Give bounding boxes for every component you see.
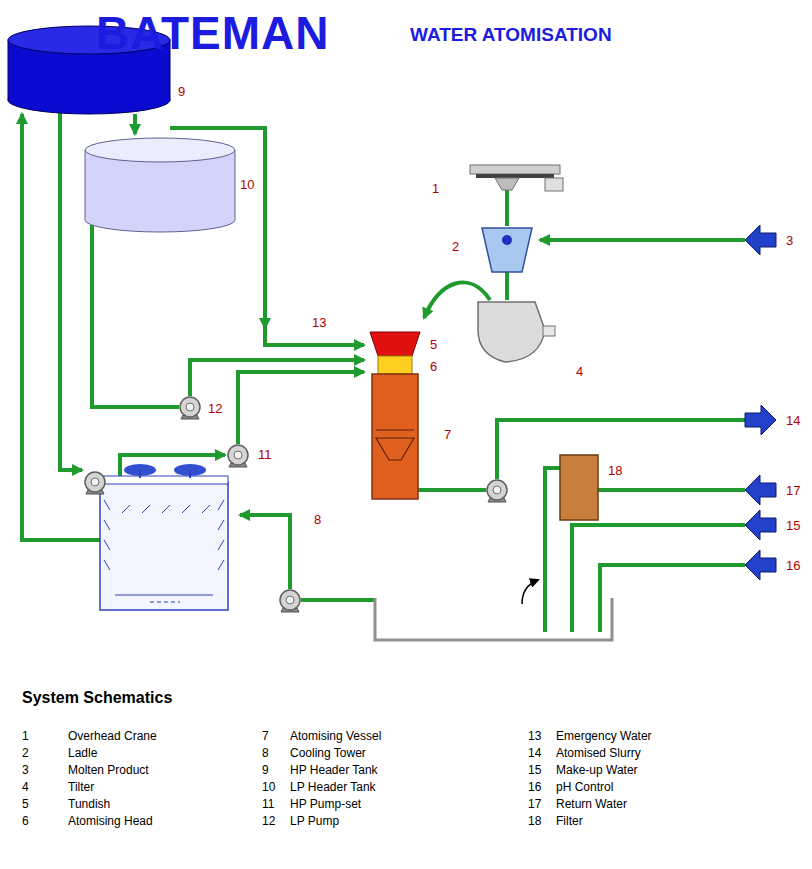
callout-number: 15 xyxy=(786,519,800,532)
callout-number: 18 xyxy=(608,464,622,477)
pump xyxy=(280,590,300,612)
flow-arrow xyxy=(522,580,538,604)
legend-item-number: 7 xyxy=(262,730,269,742)
legend-item-name: Return Water xyxy=(556,798,627,810)
legend-item-name: Cooling Tower xyxy=(290,747,366,759)
tundish xyxy=(370,332,420,356)
block-arrows xyxy=(745,225,776,580)
callout-number: 13 xyxy=(312,316,326,329)
legend-item-number: 17 xyxy=(528,798,541,810)
legend-heading: System Schematics xyxy=(22,690,172,706)
lp-header-tank xyxy=(85,138,235,232)
callout-number: 1 xyxy=(432,182,439,195)
legend-item-name: Tundish xyxy=(68,798,110,810)
cooling-tower xyxy=(100,464,228,610)
legend-item-number: 6 xyxy=(22,815,29,827)
legend-item-name: HP Header Tank xyxy=(290,764,378,776)
callout-number: 6 xyxy=(430,360,437,373)
legend-item-name: HP Pump-set xyxy=(290,798,361,810)
diagram-title: WATER ATOMISATION xyxy=(410,25,612,44)
callout-number: 9 xyxy=(178,85,185,98)
legend-item-number: 3 xyxy=(22,764,29,776)
legend-item-number: 12 xyxy=(262,815,275,827)
legend-item-number: 4 xyxy=(22,781,29,793)
legend-item-name: Emergency Water xyxy=(556,730,652,742)
legend-item-name: Overhead Crane xyxy=(68,730,157,742)
callout-number: 3 xyxy=(786,234,793,247)
callout-number: 5 xyxy=(430,338,437,351)
legend-item-name: Make-up Water xyxy=(556,764,638,776)
legend-item-number: 9 xyxy=(262,764,269,776)
legend-item-name: Atomised Slurry xyxy=(556,747,641,759)
legend-item-number: 11 xyxy=(262,798,274,810)
lp-pump xyxy=(180,397,200,419)
callout-number: 2 xyxy=(452,240,459,253)
brand-logo: BATEMAN xyxy=(96,10,330,56)
legend-item-name: LP Header Tank xyxy=(290,781,376,793)
atomising-head xyxy=(378,356,412,374)
legend-item-name: Atomising Head xyxy=(68,815,153,827)
legend-item-name: Atomising Vessel xyxy=(290,730,381,742)
legend-item-name: Filter xyxy=(556,815,583,827)
sump xyxy=(375,598,612,640)
slurry-pump xyxy=(487,480,507,502)
filter xyxy=(560,455,598,520)
callout-number: 7 xyxy=(444,428,451,441)
pump xyxy=(85,472,105,494)
legend-item-name: pH Control xyxy=(556,781,613,793)
callout-number: 10 xyxy=(240,178,254,191)
legend-item-name: Molten Product xyxy=(68,764,149,776)
callout-number: 12 xyxy=(208,402,222,415)
legend-item-name: Ladle xyxy=(68,747,97,759)
legend-item-number: 15 xyxy=(528,764,541,776)
tilter xyxy=(478,302,555,362)
hp-pump xyxy=(228,445,248,467)
overhead-crane xyxy=(470,165,563,191)
ladle xyxy=(482,228,532,272)
callout-number: 17 xyxy=(786,484,800,497)
legend-item-number: 14 xyxy=(528,747,541,759)
callout-number: 8 xyxy=(314,513,321,526)
pipework xyxy=(22,108,745,632)
callout-number: 14 xyxy=(786,414,800,427)
legend-item-number: 1 xyxy=(22,730,29,742)
legend-item-number: 8 xyxy=(262,747,269,759)
legend-item-name: Tilter xyxy=(68,781,94,793)
legend-item-name: LP Pump xyxy=(290,815,339,827)
callout-number: 16 xyxy=(786,559,800,572)
callout-number: 11 xyxy=(258,448,272,461)
legend-item-number: 10 xyxy=(262,781,275,793)
legend-item-number: 13 xyxy=(528,730,541,742)
callout-number: 4 xyxy=(576,365,583,378)
legend-item-number: 5 xyxy=(22,798,29,810)
legend-item-number: 2 xyxy=(22,747,29,759)
legend-item-number: 16 xyxy=(528,781,541,793)
atomising-vessel xyxy=(372,374,418,499)
legend-item-number: 18 xyxy=(528,815,541,827)
